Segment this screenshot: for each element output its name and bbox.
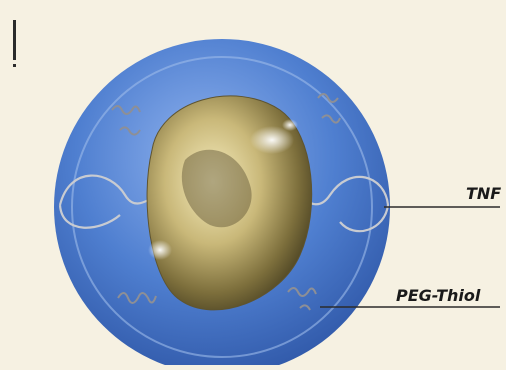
peg-thiol-label: PEG-Thiol [396,286,480,305]
tnf-label: TNF [466,184,501,203]
edge-dot [13,64,16,67]
edge-mark [13,20,16,60]
shell-glare-left [148,240,172,260]
shell-glare-small [282,119,298,131]
